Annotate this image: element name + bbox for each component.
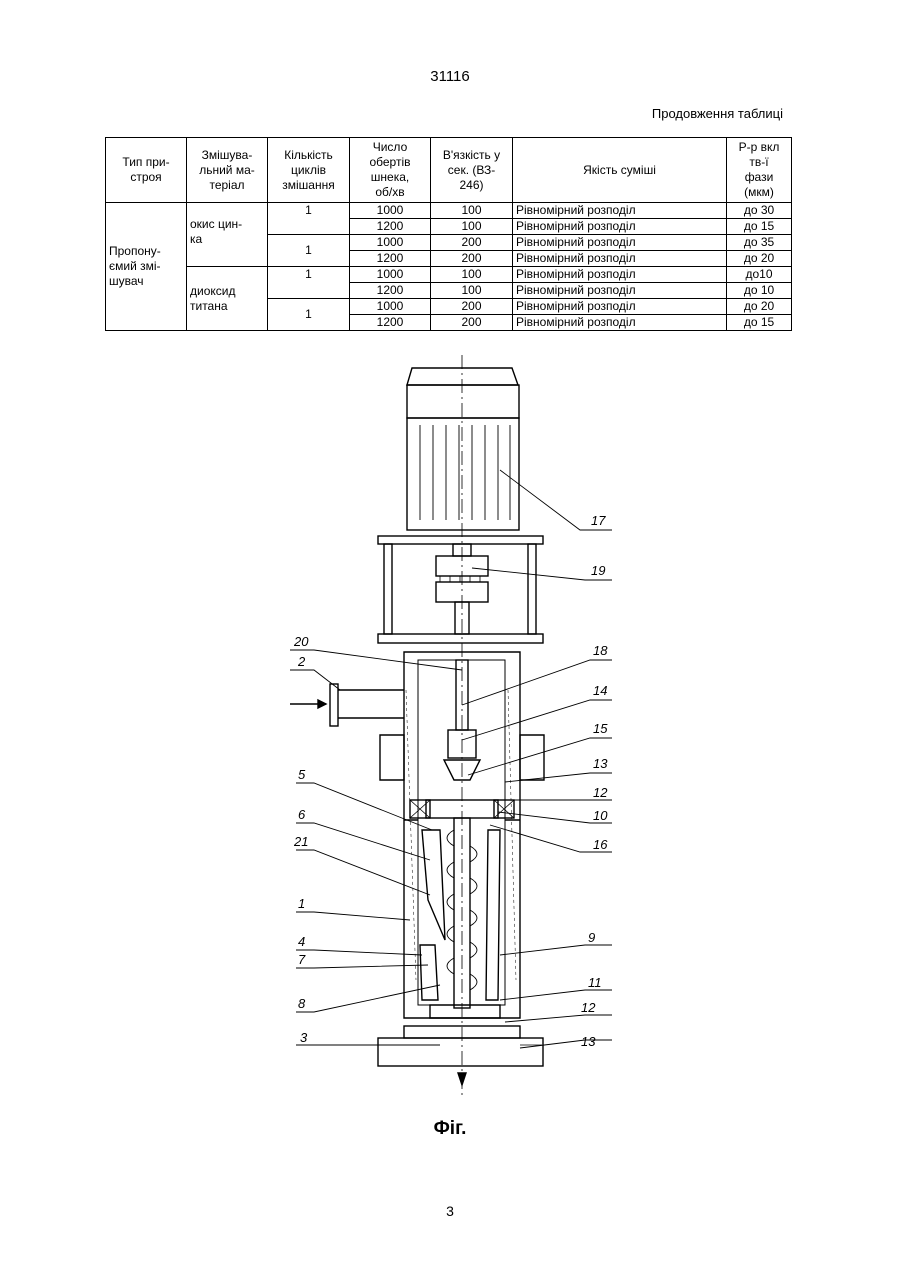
callout-label: 19 [591,563,605,578]
callout-label: 17 [591,513,606,528]
mixer-results-table: Тип при- строя Змішува- льний ма- теріал… [105,137,792,331]
speed-cell: 1000 [350,235,431,251]
callout-label: 1 [298,896,305,911]
header-speed: Число обертів шнека, об/хв [350,138,431,203]
table-continuation-note: Продовження таблиці [652,106,783,121]
callout-label: 15 [593,721,608,736]
viscosity-cell: 200 [431,315,513,331]
leader-lines [290,470,612,1048]
viscosity-cell: 100 [431,219,513,235]
cycles-cell: 1 [268,235,350,267]
callout-label: 12 [581,1000,596,1015]
callout-label: 18 [593,643,608,658]
coupling-frame [378,536,543,643]
viscosity-cell: 200 [431,235,513,251]
viscosity-cell: 100 [431,203,513,219]
motor-17 [407,368,519,530]
speed-cell: 1200 [350,283,431,299]
quality-cell: Рівномірний розподіл [513,219,727,235]
mixer-technical-drawing: 17 19 20 2 18 14 15 13 12 10 16 5 6 21 1… [270,350,650,1110]
callout-label: 21 [293,834,308,849]
callout-label: 5 [298,767,306,782]
callout-label: 7 [298,952,306,967]
size-cell: до 15 [727,315,792,331]
outlet-arrow [458,1073,466,1085]
cycles-cell: 1 [268,203,350,235]
callout-label: 4 [298,934,305,949]
callout-label: 13 [581,1034,596,1049]
base-flange [378,1026,543,1066]
quality-cell: Рівномірний розподіл [513,283,727,299]
viscosity-cell: 100 [431,283,513,299]
header-quality: Якість суміші [513,138,727,203]
quality-cell: Рівномірний розподіл [513,235,727,251]
quality-cell: Рівномірний розподіл [513,203,727,219]
table-row: Пропону- ємий змі- шувач окис цин- ка 1 … [106,203,792,219]
material-cell: окис цин- ка [187,203,268,267]
callout-label: 13 [593,756,608,771]
header-particle-size: Р-р вкл тв-ї фази (мкм) [727,138,792,203]
quality-cell: Рівномірний розподіл [513,315,727,331]
size-cell: до 20 [727,251,792,267]
callout-label: 9 [588,930,595,945]
callout-label: 12 [593,785,608,800]
size-cell: до10 [727,267,792,283]
speed-cell: 1200 [350,251,431,267]
size-cell: до 10 [727,283,792,299]
quality-cell: Рівномірний розподіл [513,267,727,283]
callout-label: 8 [298,996,306,1011]
device-type-cell: Пропону- ємий змі- шувач [106,203,187,331]
viscosity-cell: 200 [431,299,513,315]
callout-label: 2 [297,654,306,669]
callout-label: 16 [593,837,608,852]
document-number: 31116 [0,68,900,85]
size-cell: до 20 [727,299,792,315]
material-cell: диоксид титана [187,267,268,331]
callout-label: 10 [593,808,608,823]
screw-blades [420,818,500,1018]
speed-cell: 1200 [350,315,431,331]
table-row: диоксид титана 1 1000 100 Рівномірний ро… [106,267,792,283]
viscosity-cell: 200 [431,251,513,267]
callout-label: 14 [593,683,607,698]
callout-label: 11 [588,975,602,990]
size-cell: до 15 [727,219,792,235]
size-cell: до 30 [727,203,792,219]
speed-cell: 1200 [350,219,431,235]
speed-cell: 1000 [350,267,431,283]
header-cycles: Кількість циклів змішання [268,138,350,203]
header-material: Змішува- льний ма- теріал [187,138,268,203]
callout-label: 20 [293,634,309,649]
cycles-cell: 1 [268,299,350,331]
cycles-cell: 1 [268,267,350,299]
page-number: 3 [0,1203,900,1219]
speed-cell: 1000 [350,299,431,315]
quality-cell: Рівномірний розподіл [513,251,727,267]
figure-caption: Фіг. [0,1118,900,1140]
table-header-row: Тип при- строя Змішува- льний ма- теріал… [106,138,792,203]
viscosity-cell: 100 [431,267,513,283]
header-viscosity: В'язкість у сек. (ВЗ- 246) [431,138,513,203]
header-device-type: Тип при- строя [106,138,187,203]
callout-label: 3 [300,1030,308,1045]
inlet-pipe-2 [290,684,404,726]
quality-cell: Рівномірний розподіл [513,299,727,315]
speed-cell: 1000 [350,203,431,219]
size-cell: до 35 [727,235,792,251]
callout-label: 6 [298,807,306,822]
